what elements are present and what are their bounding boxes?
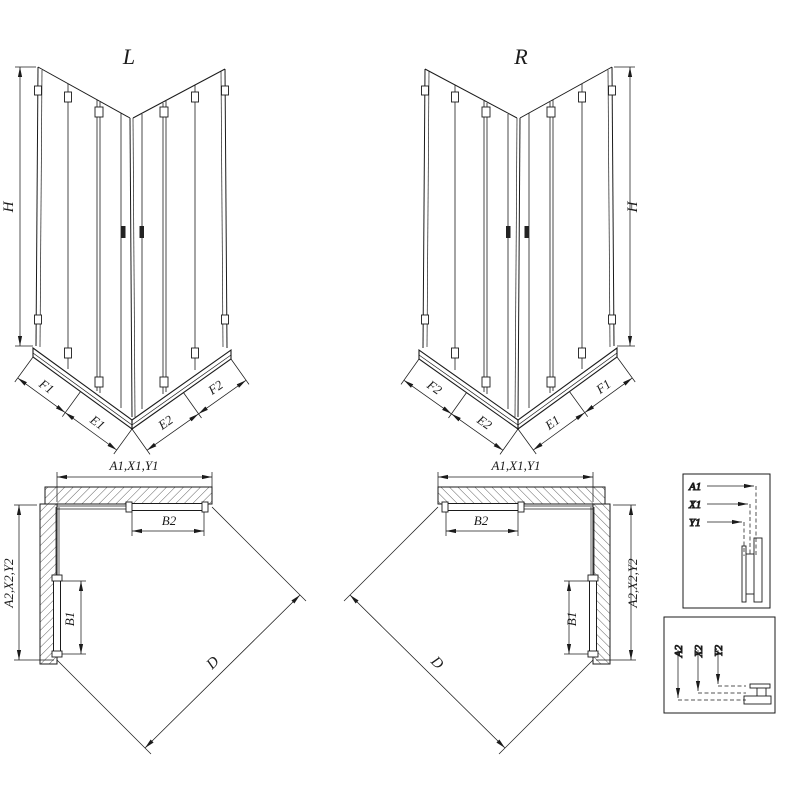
dim-label-e1-left: E1 xyxy=(87,411,108,432)
left-plan-view: A1,X1,Y1 A2,X2,Y2 B2 B1 D xyxy=(1,458,306,754)
detail-a1-box: A1 X1 Y1 xyxy=(682,473,771,609)
dim-label-e1-right: E1 xyxy=(541,412,562,433)
dim-label-a2x2y2-right: A2,X2,Y2 xyxy=(625,558,640,609)
dim-label-f1-right: F1 xyxy=(592,376,613,397)
detail-label-x2: X2 xyxy=(693,645,705,659)
right-3d-view-label: R xyxy=(513,44,528,69)
detail-label-y2: Y2 xyxy=(713,645,725,657)
dim-label-b2-left: B2 xyxy=(162,513,177,528)
dim-label-h-left: H xyxy=(1,200,17,213)
detail-label-a1: A1 xyxy=(688,481,701,493)
dim-label-h-right: H xyxy=(625,200,641,213)
detail-a2-box: A2 X2 Y2 xyxy=(663,616,776,714)
dim-label-b1-left: B1 xyxy=(62,612,77,626)
left-3d-view: L H F1 E1 E2 F2 xyxy=(1,44,249,454)
dim-label-a1x1y1-right: A1,X1,Y1 xyxy=(490,458,540,473)
dim-label-b1-right: B1 xyxy=(564,612,579,626)
dim-label-b2-right: B2 xyxy=(474,513,489,528)
dim-label-a1x1y1-left: A1,X1,Y1 xyxy=(108,458,158,473)
detail-label-y1: Y1 xyxy=(689,517,701,529)
detail-label-a2: A2 xyxy=(673,645,685,659)
detail-label-x1: X1 xyxy=(688,499,701,511)
left-3d-view-label: L xyxy=(122,44,135,69)
dim-label-a2x2y2-left: A2,X2,Y2 xyxy=(1,558,16,609)
dim-label-f1-left: F1 xyxy=(36,375,57,396)
